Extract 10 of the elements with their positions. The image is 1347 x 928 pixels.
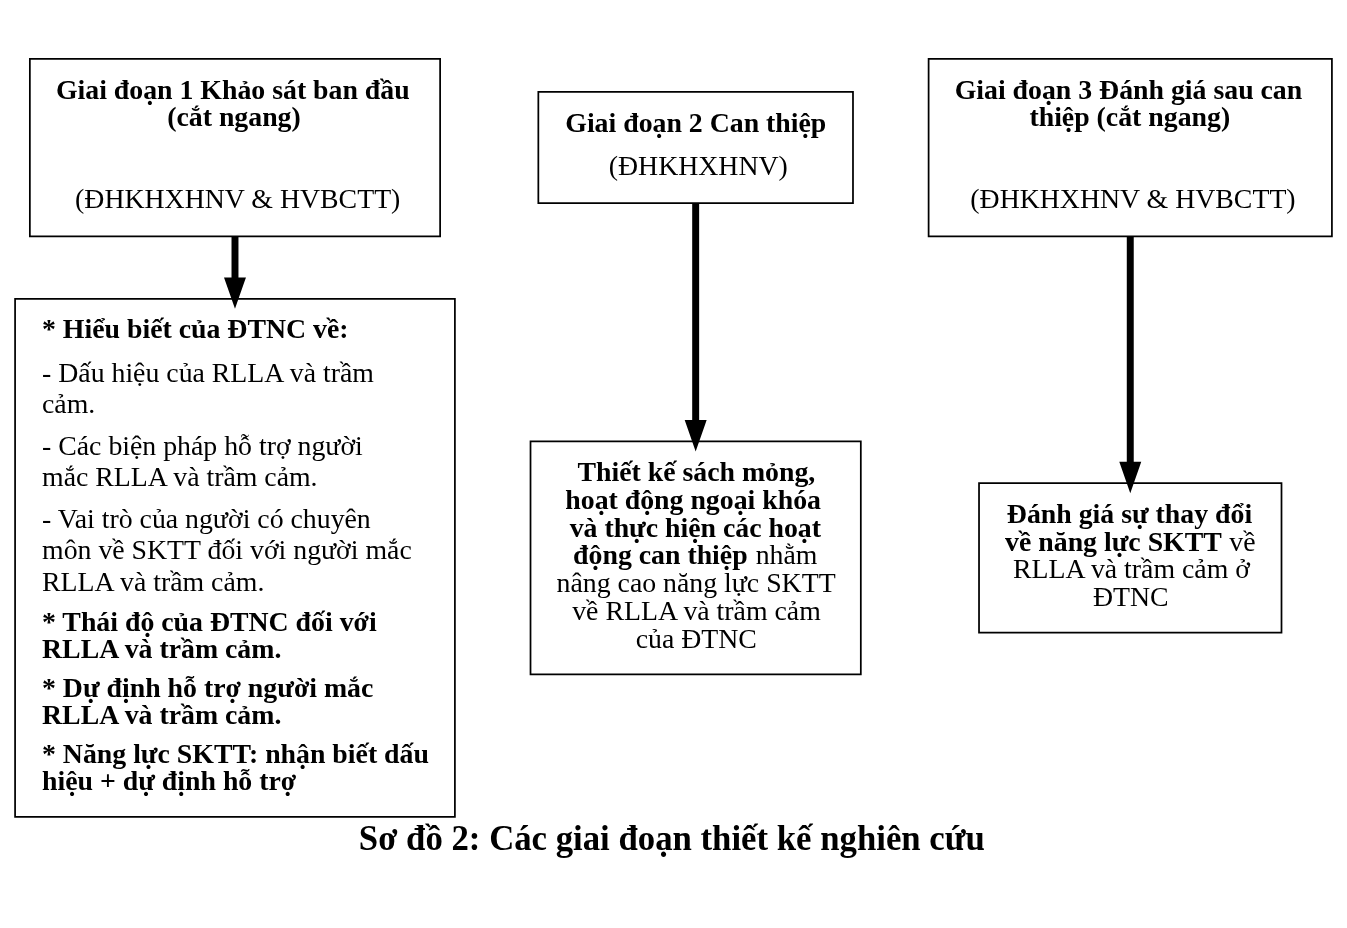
arrow: [224, 236, 246, 309]
caption: Sơ đồ 2: Các giai đoạn thiết kế nghiên cứu: [358, 818, 985, 858]
node-box: Thiết kế sách mỏng, hoạt động ngoại khóa và thực hiện các hoạt động can thiệp nhằm nâng cao năng lực SKTT về RLLA và trầm cảm của ĐTNC: [529, 440, 862, 676]
arrow: [684, 203, 707, 452]
arrow: [1119, 236, 1142, 494]
node-box: Đánh giá sự thay đổi về năng lực SKTT về RLLA và trầm cảm ở ĐTNC: [978, 482, 1283, 634]
node-box: Giai đoạn 3 Đánh giá sau can thiệp (cắt ngang) (ĐHKHXHNV & HVBCTT): [927, 58, 1333, 238]
node-box: Giai đoạn 2 Can thiệp (ĐHKHXHNV): [537, 91, 854, 205]
node-box: * Hiểu biết của ĐTNC về: - Dấu hiệu của RLLA và trầm cảm. - Các biện pháp hỗ trợ người mắc RLLA và trầm cảm. - Vai trò của người có chuyên môn về SKTT đối với người mắc RLLA và trầm cảm. * Thái độ của ĐTNC đối với RLLA và trầm cảm. * Dự định hỗ trợ người mắc RLLA và trầm cảm. * Năng lực SKTT: nhận biết dấu hiệu + dự định hỗ trợ: [14, 298, 456, 818]
node-box: Giai đoạn 1 Khảo sát ban đầu (cắt ngang) (ĐHKHXHNV & HVBCTT): [29, 58, 441, 238]
